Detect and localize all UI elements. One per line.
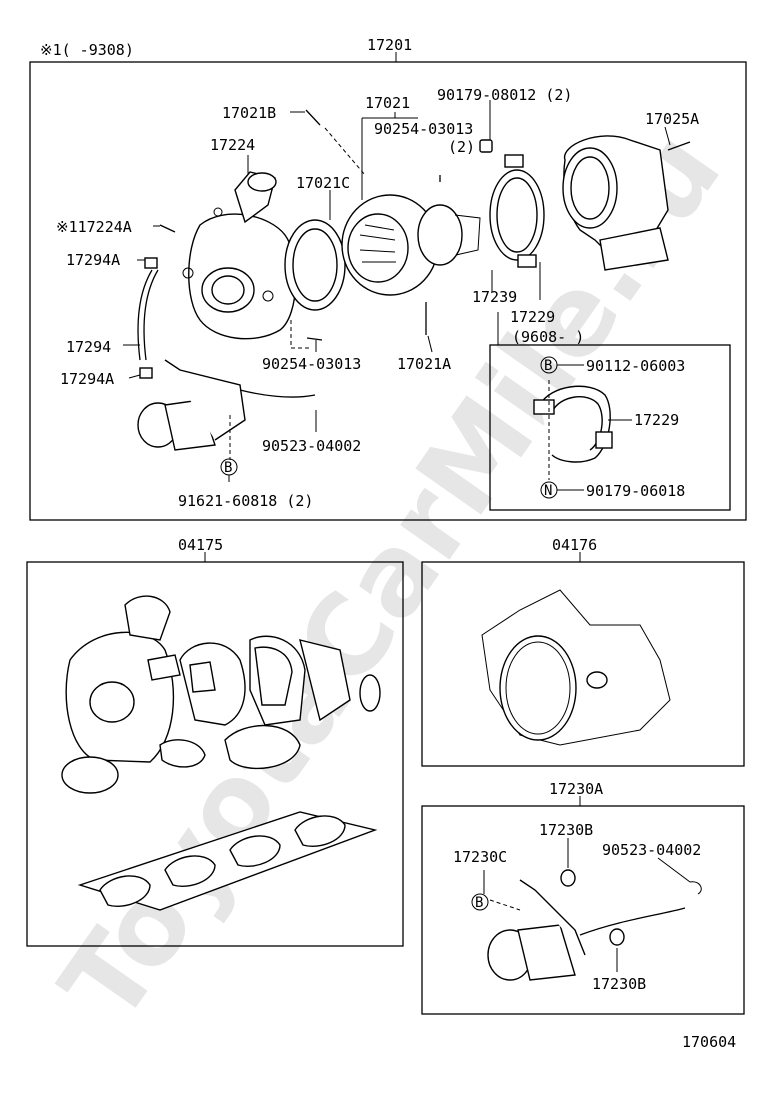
gasket-kit-turbo-outline xyxy=(481,589,671,746)
stud-17021B xyxy=(305,109,321,126)
label-17021A: 17021A xyxy=(397,355,451,373)
label-91621: 91621-60818 (2) xyxy=(178,492,313,510)
label-117224A: ※117224A xyxy=(56,218,132,236)
gasket-kit-turbo-assembly xyxy=(61,595,381,794)
label-17294: 17294 xyxy=(66,338,111,356)
group-frame-main xyxy=(29,61,747,521)
label-9608: (9608- ) xyxy=(512,328,584,346)
marker-n-inset-text: N xyxy=(544,483,552,499)
actuator-main xyxy=(137,359,316,451)
oil-pipe-17294 xyxy=(137,269,153,361)
label-90523-main: 90523-04002 xyxy=(262,437,361,455)
elbow-17025A xyxy=(562,135,691,271)
actuator-assembly-17230A xyxy=(487,869,702,981)
label-17021: 17021 xyxy=(365,94,410,112)
pin-90254-bottom xyxy=(306,337,323,341)
label-17230B-top: 17230B xyxy=(539,821,593,839)
cartridge-17021 xyxy=(341,175,481,296)
label-17294A-bottom: 17294A xyxy=(60,370,114,388)
label-90179-08012: 90179-08012 (2) xyxy=(437,86,572,104)
marker-b-main-text: B xyxy=(224,460,232,476)
gasket-exhaust-manifold xyxy=(77,811,378,911)
turbine-housing xyxy=(182,171,297,340)
label-17229-inset: 17229 xyxy=(634,411,679,429)
group-label-gasket-left: 04175 xyxy=(178,536,223,554)
label-90523-act: 90523-04002 xyxy=(602,841,701,859)
label-17230C: 17230C xyxy=(453,848,507,866)
group-frame-gasket-right xyxy=(421,561,745,767)
label-17229: 17229 xyxy=(510,308,555,326)
clamp-17239 xyxy=(479,139,545,268)
group-frame-gasket-left xyxy=(26,561,404,947)
marker-b-actuator xyxy=(471,893,489,911)
diagram-code: 170604 xyxy=(682,1033,736,1051)
label-17025A: 17025A xyxy=(645,110,699,128)
group-label-main: 17201 xyxy=(367,36,412,54)
label-17294A-top: 17294A xyxy=(66,251,120,269)
group-frame-actuator xyxy=(421,805,745,1015)
note-top-left: ※1( -9308) xyxy=(40,41,134,59)
label-17239: 17239 xyxy=(472,288,517,306)
marker-b-actuator-text: B xyxy=(475,895,483,911)
marker-b-inset-text: B xyxy=(544,358,552,374)
label-17230B-bottom: 17230B xyxy=(592,975,646,993)
label-17021C: 17021C xyxy=(296,174,350,192)
group-label-actuator: 17230A xyxy=(549,780,603,798)
clamp-17229-inset xyxy=(533,385,613,463)
label-17021B: 17021B xyxy=(222,104,276,122)
label-90179-06018: 90179-06018 xyxy=(586,482,685,500)
marker-b-main xyxy=(220,458,238,476)
group-label-gasket-right: 04176 xyxy=(552,536,597,554)
ring-17021C xyxy=(284,219,346,311)
label-90254-top-qty: (2) xyxy=(448,138,475,156)
inset-frame xyxy=(489,344,731,511)
label-90112: 90112-06003 xyxy=(586,357,685,375)
label-90254-bottom: 90254-03013 xyxy=(262,355,361,373)
label-17224: 17224 xyxy=(210,136,255,154)
label-90254-top: 90254-03013 xyxy=(374,120,473,138)
